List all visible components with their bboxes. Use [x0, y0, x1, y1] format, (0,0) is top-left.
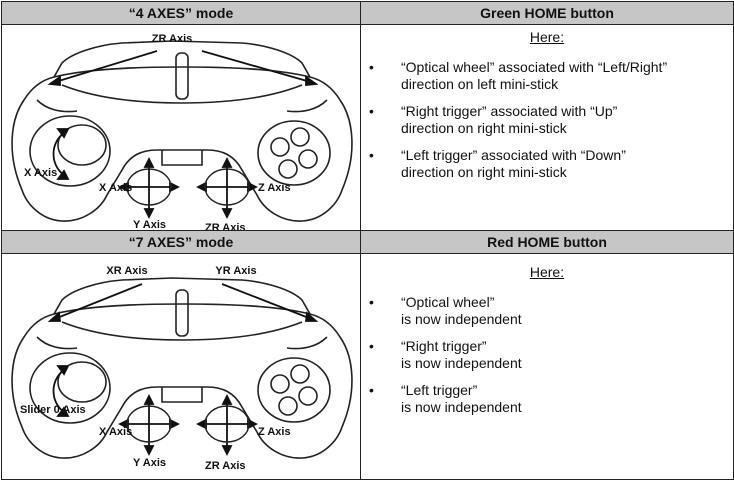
- red-home-button-header: Red HOME button: [360, 230, 734, 254]
- gamepad-diagram-7-axes: XR Axis YR Axis Slider 0 Axis X Axis Y A…: [11, 265, 353, 472]
- controller-outline: [11, 40, 353, 222]
- wheel-curved-arrow: [52, 132, 65, 176]
- four-axes-bullet-list: •“Optical wheel” associated with “Left/R…: [361, 59, 733, 181]
- buttons-area: [257, 357, 331, 423]
- bullet-icon: •: [369, 338, 374, 354]
- left-stick-x-axis-label: X Axis: [99, 426, 132, 438]
- yr-arrow: [221, 283, 315, 321]
- zr-arrow-left: [51, 50, 158, 84]
- four-axes-description: Here: •“Optical wheel” associated with “…: [360, 24, 734, 231]
- here-heading: Here:: [529, 29, 565, 45]
- list-item: •“Optical wheel”is now independent: [369, 294, 522, 327]
- list-item: •“Optical wheel” associated with “Left/R…: [369, 59, 668, 92]
- right-stick-zr-axis-label: ZR Axis: [205, 460, 246, 472]
- xr-axis-label: XR Axis: [106, 265, 147, 277]
- seven-axes-diagram-cell: XR Axis YR Axis Slider 0 Axis X Axis Y A…: [1, 253, 361, 480]
- seven-axes-mode-header: “7 AXES” mode: [1, 230, 361, 254]
- controller-top-edge: [53, 66, 311, 78]
- optical-wheel-outline: [29, 115, 111, 187]
- seven-axes-bullet-list: •“Optical wheel”is now independent •“Rig…: [361, 294, 733, 416]
- gamepad-diagram-4-axes: ZR Axis X Axis X Axis Y Axis ZR Axis Z A…: [11, 33, 353, 230]
- wheel-x-axis-label: X Axis: [24, 167, 57, 179]
- xr-arrow: [51, 283, 143, 321]
- right-stick-z-axis-label: Z Axis: [258, 182, 291, 194]
- bullet-icon: •: [369, 59, 374, 75]
- optical-wheel-outline: [29, 352, 111, 424]
- here-heading: Here:: [529, 264, 565, 280]
- bullet-icon: •: [369, 147, 374, 163]
- list-item: •“Right trigger”is now independent: [369, 338, 522, 371]
- bullet-icon: •: [369, 103, 374, 119]
- zr-arrow-right: [201, 50, 315, 84]
- center-bar: [175, 52, 189, 100]
- bullet-icon: •: [369, 382, 374, 398]
- controller-outline: [11, 277, 353, 459]
- list-item: •“Right trigger” associated with “Up”dir…: [369, 103, 618, 136]
- slider-0-axis-label: Slider 0 Axis: [20, 404, 86, 416]
- left-stick-y-axis-label: Y Axis: [133, 219, 166, 230]
- wheel-curved-arrow: [52, 369, 65, 413]
- list-item: •“Left trigger” associated with “Down”di…: [369, 147, 626, 180]
- seven-axes-description: Here: •“Optical wheel”is now independent…: [360, 253, 734, 480]
- buttons-area: [257, 120, 331, 186]
- four-axes-diagram-cell: ZR Axis X Axis X Axis Y Axis ZR Axis Z A…: [1, 24, 361, 231]
- left-stick-x-axis-label: X Axis: [99, 182, 132, 194]
- list-item: •“Left trigger”is now independent: [369, 382, 522, 415]
- zr-axis-top-label: ZR Axis: [152, 33, 193, 45]
- yr-axis-label: YR Axis: [215, 265, 256, 277]
- bullet-icon: •: [369, 294, 374, 310]
- right-stick-zr-axis-label: ZR Axis: [205, 222, 246, 230]
- trigger-line: [61, 84, 303, 104]
- left-stick-y-axis-label: Y Axis: [133, 457, 166, 469]
- green-home-button-header: Green HOME button: [360, 1, 734, 25]
- four-axes-mode-header: “4 AXES” mode: [1, 1, 361, 25]
- right-stick-z-axis-label: Z Axis: [258, 426, 291, 438]
